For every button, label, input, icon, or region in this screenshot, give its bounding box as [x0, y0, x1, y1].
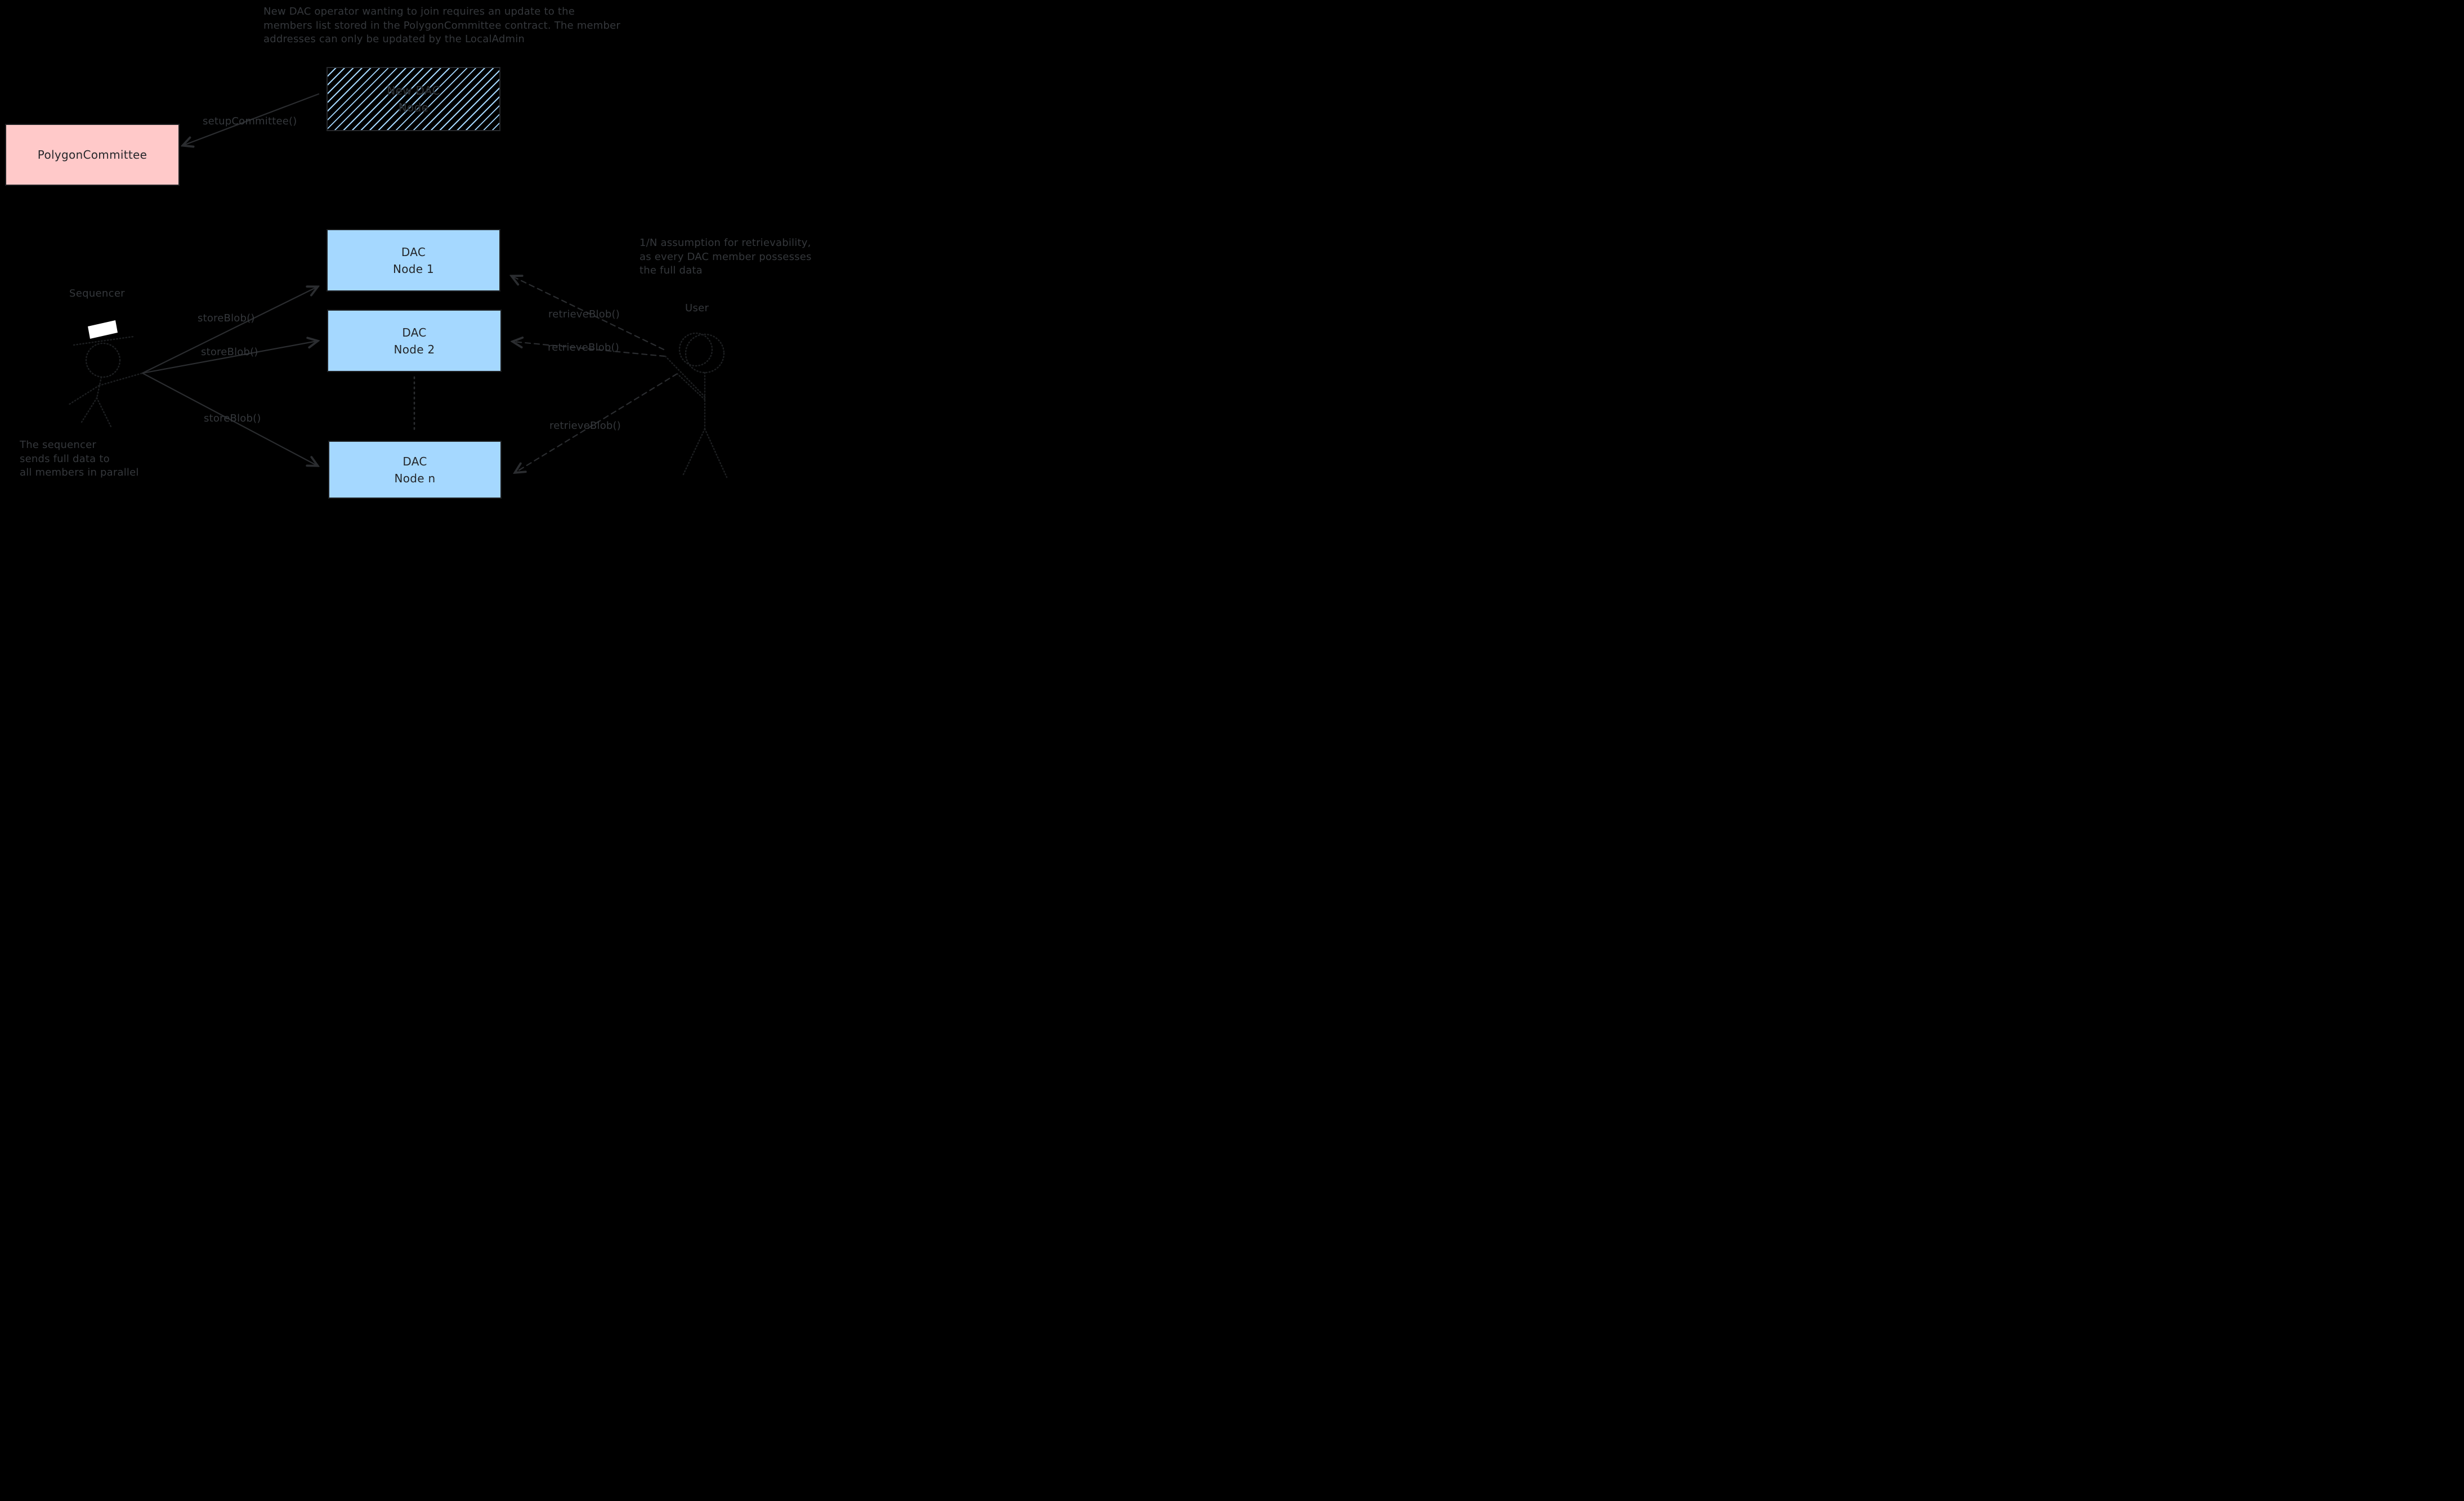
label-store-blob-1: storeBlob() [198, 312, 255, 324]
sequencer-hat-icon [88, 320, 118, 339]
user-head [685, 333, 725, 374]
sequencer-figure-icon [68, 320, 144, 429]
user-arms [664, 355, 706, 401]
note-line: sends full data to [20, 452, 110, 465]
diagram-wires [68, 93, 728, 478]
arrow-retrieve-blob-node-1 [512, 276, 665, 351]
note-line: 1/N assumption for retrievability, [640, 237, 811, 249]
sequencer-body [96, 376, 102, 399]
box-dac-node-2: DAC Node 2 [327, 310, 502, 372]
user-hair [678, 332, 713, 367]
box-dac-node-2-line1: DAC [402, 325, 427, 339]
note-retrievability: 1/N assumption for retrievability, as ev… [640, 236, 812, 278]
note-line: addresses can only be updated by the Loc… [263, 33, 525, 45]
box-dac-node-2-line2: Node 2 [393, 342, 435, 356]
label-retrieve-blob-1: retrieveBlob() [548, 308, 620, 320]
note-line: The sequencer [20, 439, 96, 451]
note-line: New DAC operator wanting to join require… [263, 6, 575, 17]
box-new-dac-node: New DAC Node [327, 67, 500, 131]
note-new-dac-operator: New DAC operator wanting to join require… [263, 5, 620, 47]
box-new-dac-node-line2: Node [398, 101, 429, 114]
note-line: as every DAC member possesses [640, 250, 812, 263]
arrow-store-blob-node-1 [141, 287, 317, 374]
box-dac-node-1-line1: DAC [401, 245, 426, 259]
user-label: User [685, 302, 709, 314]
arrow-setup-committee [184, 93, 320, 145]
note-line: the full data [640, 265, 703, 276]
sequencer-label: Sequencer [69, 288, 125, 299]
sequencer-hat-brim [73, 335, 135, 346]
label-setup-committee: setupCommittee() [203, 115, 297, 127]
box-dac-node-n: DAC Node n [328, 441, 502, 499]
label-retrieve-blob-2: retrieveBlob() [548, 342, 619, 353]
label-retrieve-blob-n: retrieveBlob() [549, 420, 621, 432]
diagram-canvas: New DAC operator wanting to join require… [0, 0, 821, 500]
arrow-store-blob-node-2 [141, 341, 317, 374]
arrow-retrieve-blob-node-n [516, 373, 678, 472]
box-polygon-committee-label: PolygonCommittee [37, 148, 147, 162]
note-line: all members in parallel [20, 467, 139, 478]
user-legs [682, 428, 728, 478]
box-dac-node-n-line1: DAC [403, 454, 427, 468]
label-store-blob-2: storeBlob() [201, 346, 258, 358]
sequencer-legs [81, 397, 113, 429]
note-sequencer-parallel: The sequencer sends full data to all mem… [20, 438, 139, 480]
note-line: members list stored in the PolygonCommit… [263, 19, 620, 32]
box-dac-node-n-line2: Node n [394, 471, 436, 485]
box-dac-node-1: DAC Node 1 [327, 229, 500, 292]
box-polygon-committee: PolygonCommittee [5, 124, 180, 186]
sequencer-head [85, 342, 121, 378]
user-figure-icon [664, 332, 728, 478]
arrow-store-blob-node-n [141, 372, 317, 465]
label-store-blob-n: storeBlob() [204, 413, 261, 424]
box-new-dac-node-line1: New DAC [387, 84, 440, 97]
arrow-retrieve-blob-node-2 [513, 342, 666, 357]
box-dac-node-1-line2: Node 1 [392, 262, 435, 276]
sequencer-arms [68, 372, 144, 406]
